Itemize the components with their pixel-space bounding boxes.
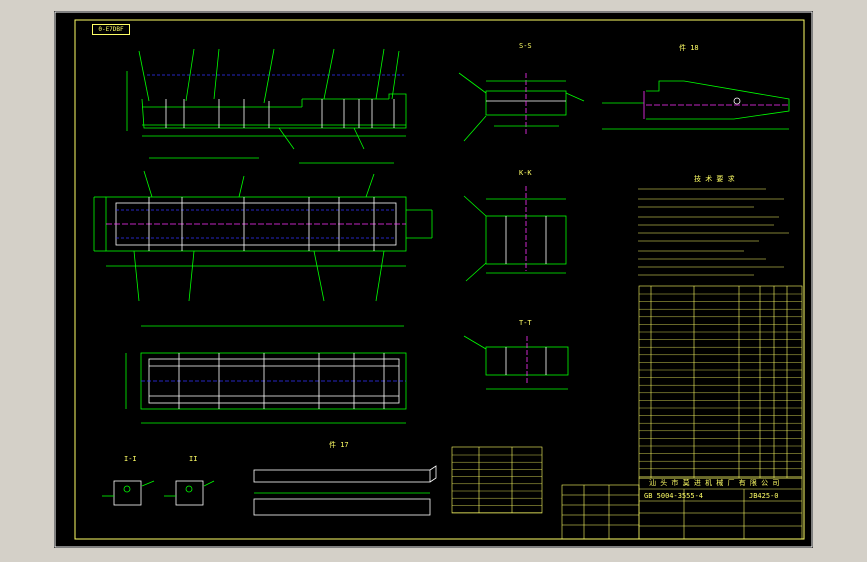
part-17-bar-views	[253, 465, 437, 516]
front-elevation-view	[126, 48, 407, 150]
section-t-t-label: T-T	[519, 319, 532, 327]
cad-drawing-canvas: 0-E7DBF S-S K-K T-T 件 18 件 17 I-I II 技 术…	[54, 11, 813, 548]
section-s-s-label: S-S	[519, 42, 532, 50]
notes-title: 技 术 要 求	[694, 175, 735, 183]
drawing-number: JB425-0	[749, 492, 779, 500]
plan-view-1	[93, 157, 433, 302]
plan-view-2	[125, 325, 407, 424]
inner-border	[74, 19, 805, 540]
small-detail-views	[102, 480, 215, 506]
section-t-t-view	[463, 335, 569, 390]
weight-table	[451, 446, 543, 514]
cad-drawing-svg	[54, 11, 813, 548]
outer-border	[54, 11, 813, 548]
parts-list-table	[638, 285, 803, 479]
drawing-tag: 0-E7DBF	[92, 24, 130, 35]
detail-i-label: I-I	[124, 455, 137, 463]
standard-number: GB 5004-3555-4	[644, 492, 704, 500]
revision-table	[561, 484, 640, 540]
part-17-label: 件 17	[329, 441, 349, 449]
title-block	[638, 477, 803, 540]
part-18-detail	[602, 80, 790, 130]
parts-list-rows	[639, 293, 802, 477]
part-18-label: 件 18	[679, 44, 699, 52]
company-name: 汕 头 市 莫 进 机 械 厂 有 限 公 司	[649, 479, 780, 487]
section-k-k-view	[463, 186, 567, 282]
technical-notes	[638, 188, 789, 276]
detail-ii-label: II	[189, 455, 198, 463]
section-s-s-view	[458, 72, 585, 142]
section-k-k-label: K-K	[519, 169, 532, 177]
